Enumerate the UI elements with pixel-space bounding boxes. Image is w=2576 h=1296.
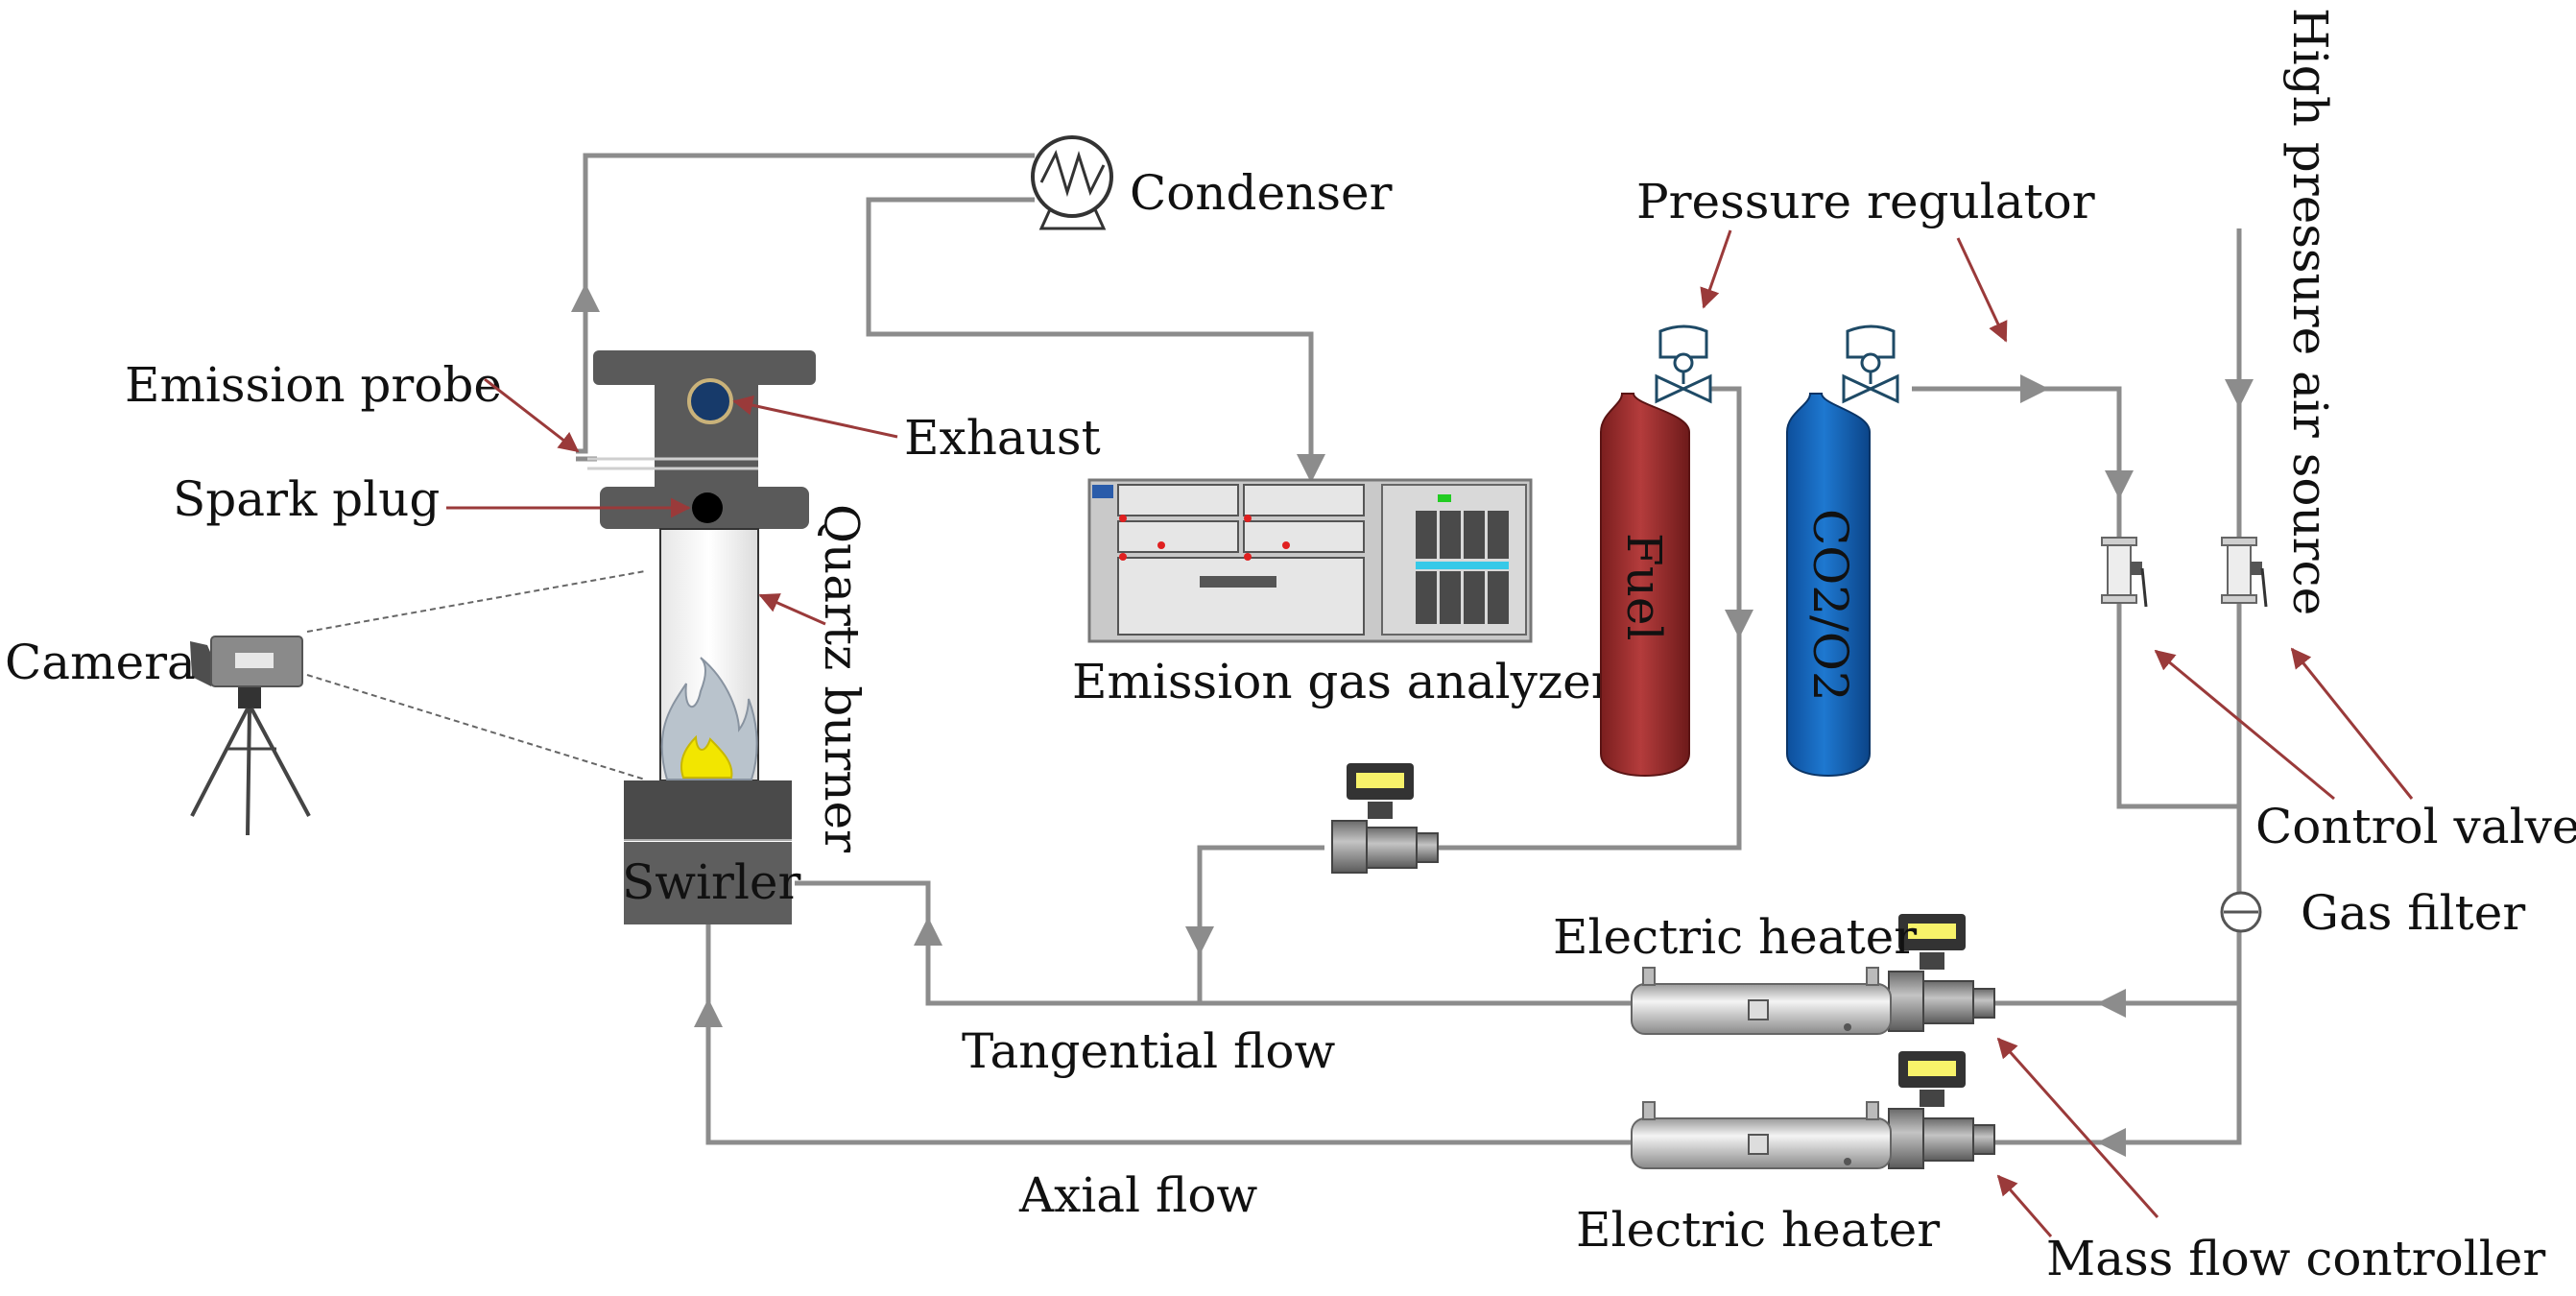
electric-heater-top-label: Electric heater	[1553, 909, 1917, 965]
exhaust-port-icon	[687, 378, 733, 424]
control-valve-label: Control valve	[2255, 799, 2576, 854]
burner-assembly: Swirler	[587, 350, 816, 924]
pipe-air-main	[1992, 228, 2242, 1145]
analyzer-indicator-leds	[1119, 515, 1290, 561]
camera-view-line-top	[306, 570, 646, 633]
pointer-control-valve-left	[2154, 649, 2335, 801]
pointer-arrows	[446, 229, 2414, 1237]
pipe-tangential-flow	[795, 880, 1639, 1006]
camera-view-line-bottom	[306, 674, 646, 780]
analyzer-drawer-grid	[1117, 484, 1365, 636]
co2-o2-cylinder: CO2/O2	[1786, 393, 1871, 778]
swirler-label: Swirler	[622, 854, 801, 910]
emission-gas-analyzer: Emission gas analyzer	[1072, 478, 1614, 709]
mass-flow-controller-top	[1888, 914, 1995, 1032]
pressure-regulator-co2	[1842, 324, 1899, 404]
pipe-axial-flow	[705, 924, 1639, 1145]
mass-flow-controller-fuel	[1331, 763, 1439, 874]
condenser-label: Condenser	[1130, 165, 1393, 221]
air-source-label: High pressure air source	[2282, 8, 2338, 615]
fuel-label: Fuel	[1616, 533, 1672, 640]
gas-filter-label: Gas filter	[2301, 885, 2525, 941]
electric-heater-bottom-label: Electric heater	[1576, 1202, 1940, 1258]
electric-heater-top	[1631, 967, 1892, 1035]
control-valve-left	[2101, 537, 2148, 608]
tripod-leg-right	[250, 708, 311, 817]
co2-cylinder-body	[1786, 393, 1871, 778]
condenser: Condenser	[1031, 135, 1393, 230]
pipe-co2-line	[1912, 386, 2239, 809]
pointer-emission-probe	[484, 377, 580, 453]
electric-heater-bottom	[1631, 1101, 1892, 1169]
camera-icon: Camera	[5, 570, 646, 836]
pointer-mfc-top	[1996, 1037, 2159, 1218]
exhaust-top-flange	[593, 350, 816, 385]
analyzer-module-bank	[1416, 511, 1509, 624]
emission-probe-label: Emission probe	[125, 357, 502, 413]
swirler-lower	[624, 842, 792, 924]
control-valve-right	[2221, 537, 2268, 608]
camera-label: Camera	[5, 635, 196, 690]
analyzer-label: Emission gas analyzer	[1072, 654, 1614, 709]
axial-flow-label: Axial flow	[1018, 1167, 1257, 1223]
analyzer-panel-status-led	[1438, 494, 1451, 502]
fuel-cylinder: Fuel	[1600, 393, 1690, 778]
pointer-regulator-fuel	[1700, 229, 1732, 309]
exhaust-label: Exhaust	[904, 410, 1101, 466]
analyzer-badge	[1092, 485, 1113, 498]
tripod-leg-center	[246, 708, 251, 836]
camera-screen	[235, 653, 274, 668]
fuel-cylinder-body	[1600, 393, 1690, 778]
analyzer-slot	[1200, 576, 1276, 588]
tangential-flow-label: Tangential flow	[962, 1023, 1336, 1079]
pointer-quartz-burner	[758, 593, 826, 626]
pipe-fuel-to-tangential	[1197, 845, 1324, 1003]
quartz-burner-label: Quartz burner	[814, 504, 870, 852]
pressure-regulator-label: Pressure regulator	[1636, 174, 2095, 229]
pointer-regulator-co2	[1956, 237, 2008, 343]
flame-icon	[660, 657, 758, 780]
condenser-coil-icon	[1039, 149, 1106, 198]
spark-plug-icon	[692, 492, 723, 523]
pointer-control-valve-right	[2290, 647, 2414, 800]
tripod-leg-left	[190, 708, 250, 817]
spark-plug-label: Spark plug	[173, 471, 440, 527]
pressure-regulator-fuel	[1655, 324, 1712, 404]
pointer-exhaust	[732, 395, 898, 439]
mass-flow-controller-bottom	[1888, 1051, 1995, 1169]
swirler-upper	[624, 780, 792, 840]
camera-head	[238, 687, 261, 708]
mass-flow-controller-label: Mass flow controller	[2046, 1231, 2545, 1286]
co2-o2-label: CO2/O2	[1802, 509, 1858, 702]
pointer-mfc-bottom	[1996, 1174, 2053, 1237]
gas-filter-icon	[2220, 891, 2262, 933]
pipe-condenser-to-analyzer	[866, 197, 1325, 483]
